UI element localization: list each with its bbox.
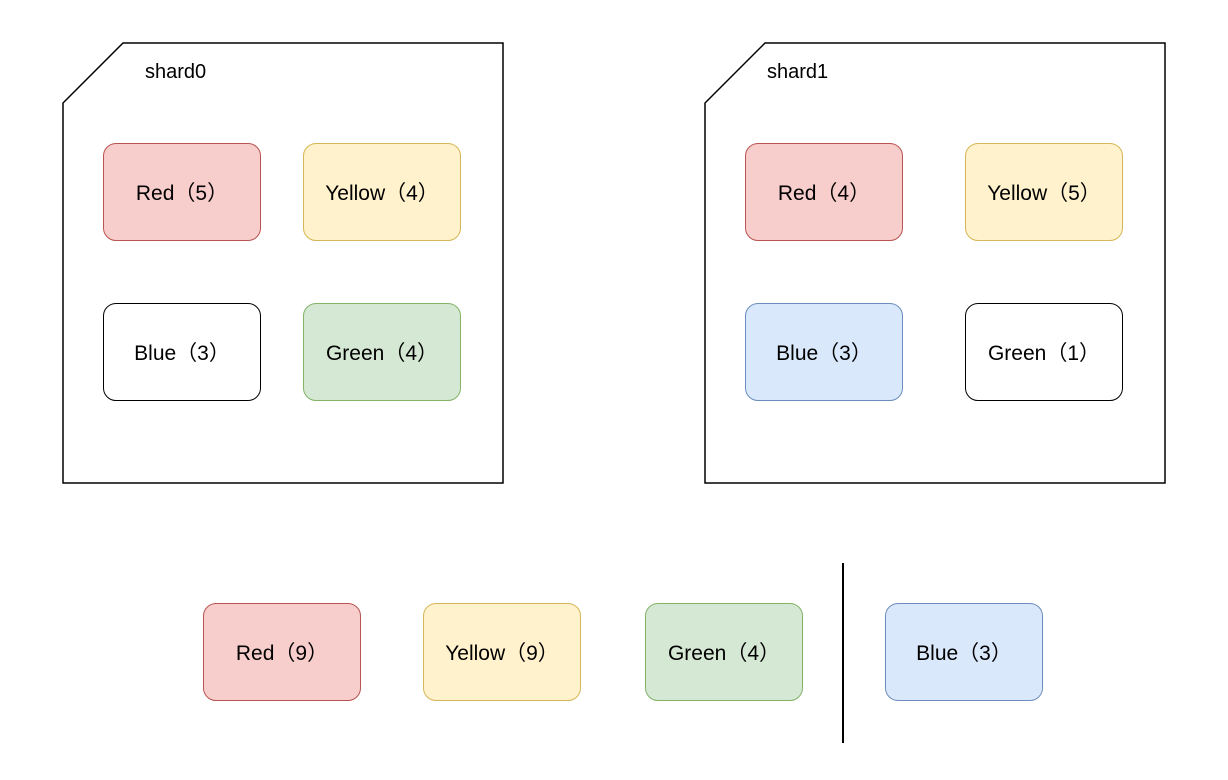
shard0-container [62,42,504,484]
shard1-blue-box: Blue（3） [745,303,903,401]
merged-yellow-label: Yellow（9） [445,642,559,665]
merged-green-box: Green（4） [645,603,803,701]
shard0-blue-box: Blue（3） [103,303,261,401]
shard1-red-label: Red（4） [777,182,871,205]
shard0-green-label: Green（4） [325,342,439,365]
shard0-title: shard0 [145,61,207,83]
shard0-red-label: Red（5） [135,182,229,205]
shard0-yellow-label: Yellow（4） [325,182,439,205]
merged-yellow-box: Yellow（9） [423,603,581,701]
shard0-blue-label: Blue（3） [134,342,230,365]
shard1-title: shard1 [767,61,829,83]
merged-blue-label: Blue（3） [916,642,1012,665]
shard1-blue-label: Blue（3） [776,342,872,365]
merged-red-box: Red（9） [203,603,361,701]
shard1-green-label: Green（1） [987,342,1101,365]
shard0-red-box: Red（5） [103,143,261,241]
merged-red-label: Red（9） [235,642,329,665]
shard0-green-box: Green（4） [303,303,461,401]
shard0-yellow-box: Yellow（4） [303,143,461,241]
shard1-yellow-label: Yellow（5） [987,182,1101,205]
result-divider [842,563,844,743]
merged-blue-box: Blue（3） [885,603,1043,701]
shard1-container [704,42,1166,484]
shard1-red-box: Red（4） [745,143,903,241]
merged-green-label: Green（4） [667,642,781,665]
shard1-green-box: Green（1） [965,303,1123,401]
shard1-yellow-box: Yellow（5） [965,143,1123,241]
